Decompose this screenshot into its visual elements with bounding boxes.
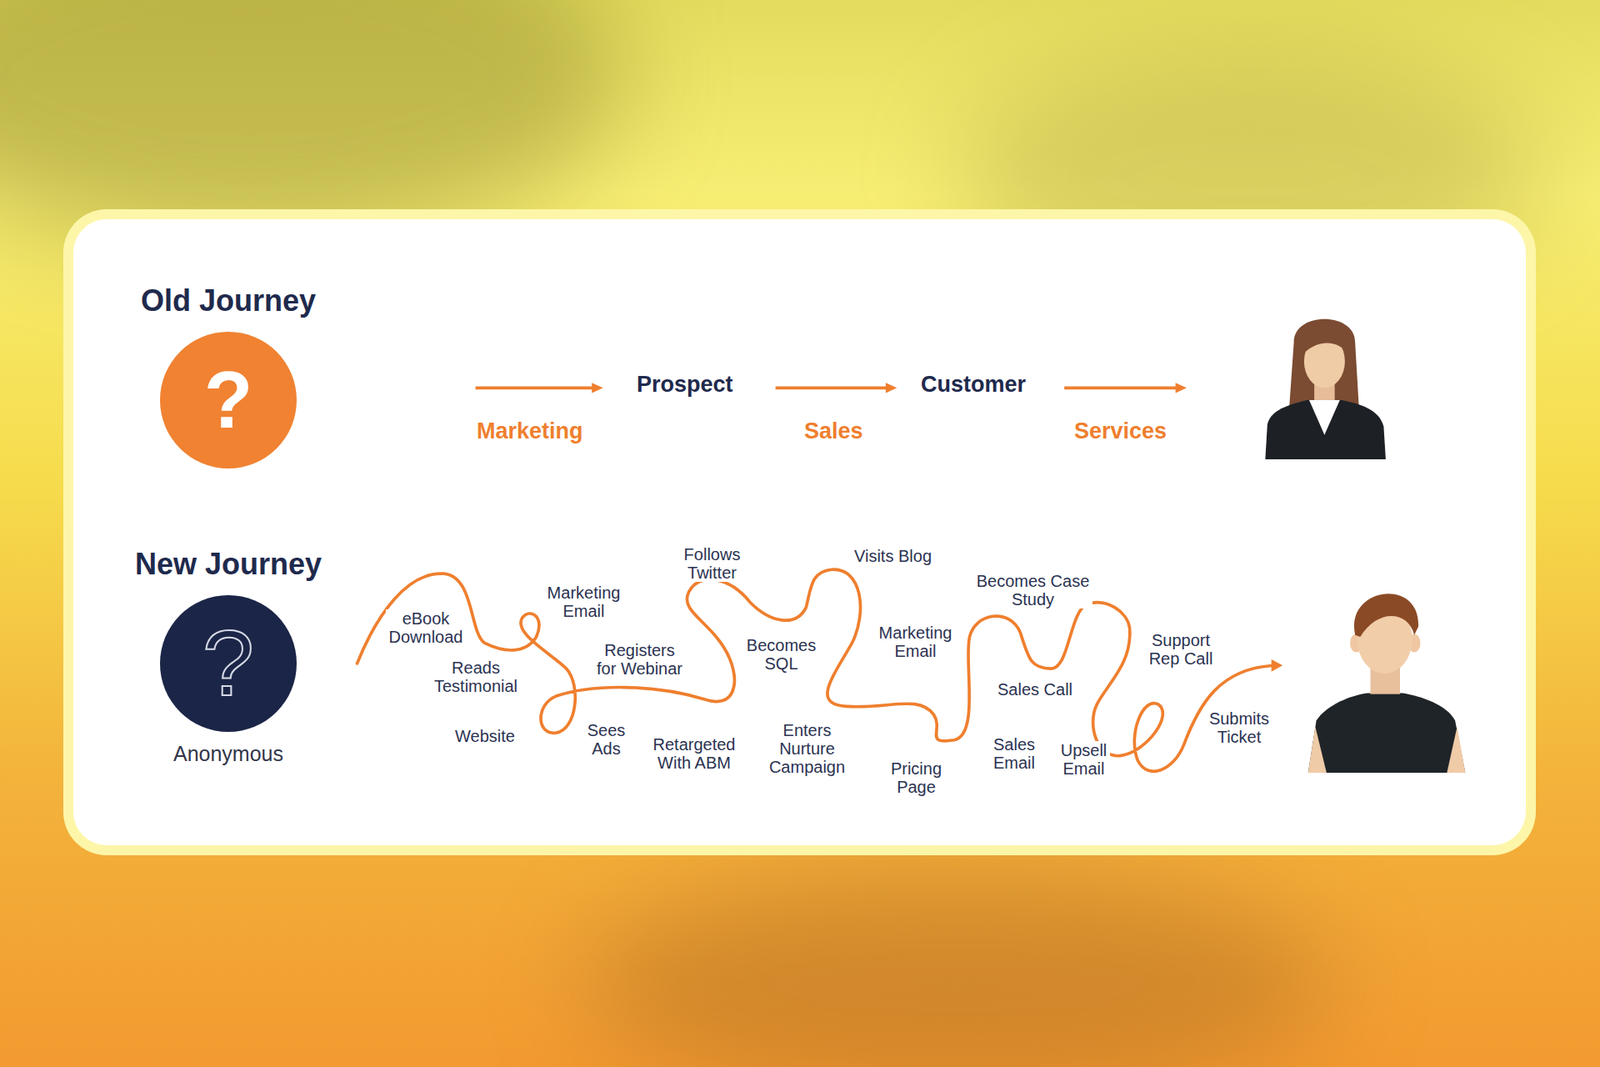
touchpoint-label: Marketing Email	[875, 623, 955, 660]
arrow-head	[1175, 382, 1187, 393]
touchpoint-label: Enters Nurture Campaign	[765, 720, 849, 776]
anonymous-label: Anonymous	[173, 741, 284, 766]
touchpoint-label: Website	[453, 726, 517, 745]
touchpoint-label: Becomes Case Study	[973, 571, 1093, 609]
touchpoint-label: Sales Call	[995, 680, 1075, 699]
flow-arrow	[1064, 385, 1178, 390]
stage-label: Sales	[802, 419, 865, 445]
arrow-head	[1271, 659, 1283, 672]
journey-circle: Old Journey?	[160, 331, 297, 469]
stage-label: Services	[1072, 419, 1169, 445]
touchpoint-label: Support Rep Call	[1145, 630, 1216, 668]
touchpoint-label: Pricing Page	[887, 759, 945, 796]
arrow-head	[591, 382, 603, 393]
touchpoint-label: Sales Email	[990, 735, 1039, 772]
question-mark: ?	[202, 616, 255, 710]
touchpoint-label: Reads Testimonial	[430, 658, 521, 695]
flow-arrow	[475, 385, 595, 390]
touchpoint-label: Marketing Email	[544, 583, 624, 620]
background-shade	[0, 0, 625, 250]
arrow-head	[885, 382, 897, 393]
woman-figure	[1265, 319, 1385, 460]
touchpoint-label: Sees Ads	[584, 720, 629, 758]
man-figure	[1308, 593, 1466, 773]
touchpoint-label: Upsell Email	[1057, 740, 1110, 778]
touchpoint-label: Registers for Webinar	[593, 640, 686, 678]
stage-label: Customer	[919, 372, 1028, 398]
question-mark: ?	[204, 360, 254, 440]
journey-heading: New Journey	[135, 546, 322, 582]
journey-heading: Old Journey	[140, 283, 316, 319]
touchpoint-label: Follows Twitter	[680, 545, 744, 582]
touchpoint-label: Becomes SQL	[743, 635, 820, 673]
touchpoint-label: Retargeted With ABM	[650, 735, 739, 772]
stage-label: Prospect	[635, 372, 735, 398]
flow-arrow	[775, 385, 889, 390]
journey-circle: New Journey?Anonymous	[160, 595, 297, 732]
background-shade	[583, 875, 1334, 1067]
stage-label: Marketing	[475, 419, 585, 445]
touchpoint-label: Submits Ticket	[1205, 709, 1273, 746]
touchpoint-label: Visits Blog	[852, 546, 934, 565]
touchpoint-label: eBook Download	[385, 609, 466, 646]
